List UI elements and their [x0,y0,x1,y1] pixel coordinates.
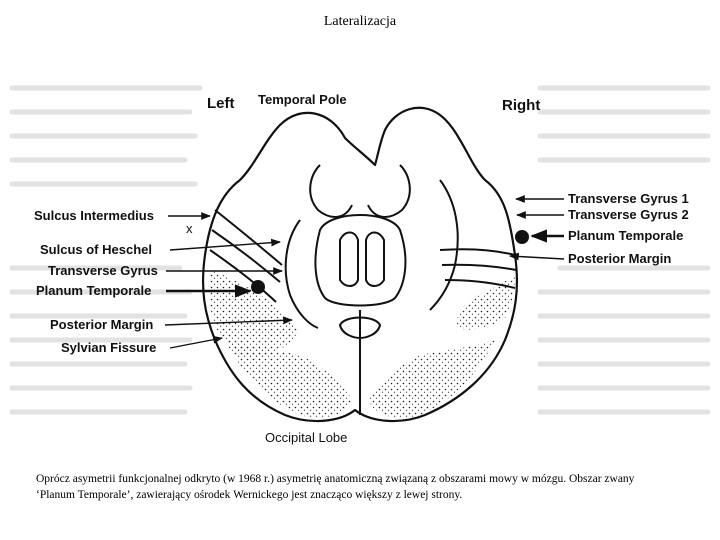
occipital-dotted-left [225,340,352,418]
arrow-posterior-margin-left [164,316,293,326]
right-sylvian-curve [429,179,459,311]
caption: Oprócz asymetrii funkcjonalnej odkryto (… [36,471,686,503]
left-sylvian-curve [284,219,319,329]
label-transverse-gyrus-1: Transverse Gyrus 1 [568,191,689,206]
label-sulcus-intermedius: Sulcus Intermedius [34,208,154,223]
left-planum-dot [251,280,265,294]
label-sulcus-of-heschel: Sulcus of Heschel [40,242,152,257]
label-posterior-margin-right: Posterior Margin [568,251,671,266]
label-occipital-lobe: Occipital Lobe [265,430,347,445]
dotted-regions [209,270,515,418]
right-inner-fold [367,164,411,218]
brain-outline [201,106,519,423]
ventricle-right [365,231,385,287]
arrow-sulcus-of-heschel [169,238,281,251]
left-inner-fold [309,164,353,218]
slide-title: Lateralizacja [323,14,397,29]
label-sylvian-fissure: Sylvian Fissure [61,340,156,355]
label-temporal-pole: Temporal Pole [258,92,347,107]
left-gyrus-ridge-1 [214,209,283,266]
arrow-posterior-margin-right [509,252,565,261]
ventricle-left [339,231,359,287]
internal-structures [209,164,517,415]
left-gyrus-ridge-2 [211,229,281,283]
occipital-dotted-right [368,340,495,418]
label-left: Left [207,95,235,112]
label-planum-temporale-right: Planum Temporale [568,228,683,243]
brain-diagram: Left Temporal Pole Right x Sulcus Interm… [9,85,711,445]
caption-line-2: ‘Planum Temporale’, zawierający ośrodek … [36,489,463,501]
x-mark: x [186,221,193,236]
right-gyrus-band-1 [439,248,516,256]
ventricle-frame [314,214,407,307]
left-planum-dotted [209,270,298,360]
right-gyrus-band-2 [441,263,517,271]
cerebellar-stalk [338,310,382,370]
left-gyrus-ridge-3 [209,249,277,303]
right-gyrus-band-3 [444,279,516,289]
brain-section [201,106,519,423]
label-right: Right [502,97,540,114]
arrow-sylvian-fissure [169,335,223,349]
right-labels: Transverse Gyrus 1 Transverse Gyrus 2 Pl… [509,191,689,266]
label-transverse-gyrus-2: Transverse Gyrus 2 [568,207,689,222]
right-planum-dot [515,230,529,244]
label-planum-temporale-left: Planum Temporale [36,283,151,298]
right-planum-dotted [457,275,515,330]
label-transverse-gyrus: Transverse Gyrus [48,263,158,278]
caption-line-1: Oprócz asymetrii funkcjonalnej odkryto (… [36,473,635,485]
left-labels: Sulcus Intermedius Sulcus of Heschel Tra… [34,208,293,355]
faint-background-text [9,85,711,415]
label-posterior-margin-left: Posterior Margin [50,317,153,332]
